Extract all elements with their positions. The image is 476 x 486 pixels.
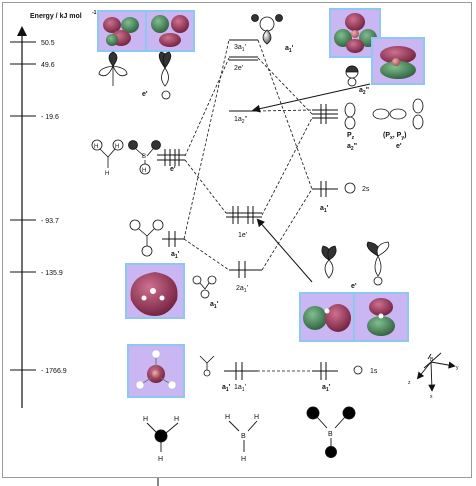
sym-label-a1-top: a1' bbox=[285, 45, 294, 54]
mo-label-3a1: 3a1' bbox=[234, 44, 246, 53]
label-a2-pz: a2" bbox=[347, 143, 357, 152]
orbital-image-e-top bbox=[97, 10, 195, 52]
energy-axis: Energy / kJ mol -1 50.5 49.6 - 19.6 - 93… bbox=[10, 10, 97, 408]
label-pxpy: (Px, Py) bbox=[383, 132, 406, 141]
axis-y-label: y bbox=[456, 365, 459, 371]
a1-sketch-bottom bbox=[199, 355, 215, 377]
atom-h: H bbox=[115, 144, 119, 150]
sym-label-right-a1-1s: a1' bbox=[322, 384, 331, 393]
a2-sketch bbox=[345, 65, 359, 87]
label-e-pxpy: e' bbox=[396, 143, 402, 150]
orbital-image-a2 bbox=[371, 37, 425, 85]
mo-label-2e: 2e' bbox=[234, 65, 243, 72]
tick-label: - 135.9 bbox=[41, 270, 63, 277]
orbital-image-1e bbox=[299, 292, 409, 342]
axis-label: Energy / kJ mol bbox=[30, 13, 82, 20]
sym-label-left-e: e' bbox=[170, 166, 176, 173]
coordinate-axes bbox=[416, 352, 456, 392]
axis-b-label: B bbox=[430, 357, 434, 363]
s-orbital-2s bbox=[344, 182, 356, 194]
axis-x-label: x bbox=[430, 394, 433, 400]
label-pz: Pz bbox=[347, 132, 355, 141]
level-left-e bbox=[157, 149, 185, 166]
label-1s: 1s bbox=[370, 368, 378, 375]
atom-h: H bbox=[143, 416, 148, 423]
a1-sketch-top bbox=[251, 14, 283, 45]
atom-h: H bbox=[142, 168, 146, 174]
mo-label-1e: 1e' bbox=[238, 232, 247, 239]
boron-p-orbitals bbox=[344, 98, 424, 130]
s-orbital-1s bbox=[353, 365, 363, 375]
tick-label: 49.6 bbox=[41, 62, 55, 69]
mo-levels bbox=[226, 39, 262, 380]
arrows bbox=[252, 83, 371, 283]
mo-label-1a2: 1a2" bbox=[234, 116, 248, 125]
figure-frame bbox=[2, 2, 472, 478]
atom-b: B bbox=[241, 433, 246, 440]
orbital-image-1a1 bbox=[127, 344, 185, 398]
sym-label-right-a1: a1' bbox=[320, 205, 329, 214]
sym-label-e: e' bbox=[142, 91, 148, 98]
tick-label: - 1766.9 bbox=[41, 368, 67, 375]
bottom-b-fragment-structure bbox=[306, 406, 356, 458]
atom-h: H bbox=[105, 171, 109, 177]
b-fragment bbox=[128, 140, 161, 175]
sym-label-e-mid: e' bbox=[351, 283, 357, 290]
tick-label: - 19.6 bbox=[41, 114, 59, 121]
mo-label-1a1: 1a1' bbox=[234, 384, 246, 393]
sym-label-a1-mid: a1' bbox=[210, 301, 219, 310]
axis-z-label: z bbox=[408, 380, 411, 386]
salc-e-sketch bbox=[98, 51, 172, 100]
atom-h: H bbox=[225, 414, 230, 421]
mo-label-2a1: 2a1' bbox=[236, 285, 248, 294]
b-atomic-levels bbox=[312, 104, 338, 380]
a1-sketch-mid bbox=[192, 275, 217, 299]
tick-label: - 93.7 bbox=[41, 218, 59, 225]
level-left-a1 bbox=[162, 231, 184, 247]
axis-label-sup: -1 bbox=[92, 10, 97, 16]
salc-e-sketch-mid bbox=[321, 241, 390, 286]
correlation-lines bbox=[183, 39, 321, 372]
atom-h: H bbox=[174, 416, 179, 423]
label-2s: 2s bbox=[362, 186, 370, 193]
sym-label-a1-bottom: a1' bbox=[222, 384, 231, 393]
atom-h: H bbox=[241, 456, 246, 463]
atom-h: H bbox=[94, 144, 98, 150]
tick-label: 50.5 bbox=[41, 40, 55, 47]
bottom-bh3-structure bbox=[228, 420, 258, 452]
atom-b: B bbox=[328, 431, 333, 438]
sym-label-left-a1: a1' bbox=[171, 251, 180, 260]
bottom-h3-structure bbox=[146, 422, 179, 452]
sym-label-a2: a2" bbox=[359, 87, 369, 96]
atom-b: B bbox=[142, 154, 146, 160]
h3-fragment bbox=[91, 139, 124, 168]
atom-h: H bbox=[254, 414, 259, 421]
atom-h: H bbox=[158, 456, 163, 463]
orbital-image-2a1 bbox=[125, 263, 185, 319]
a1-left-sketch bbox=[129, 219, 164, 257]
